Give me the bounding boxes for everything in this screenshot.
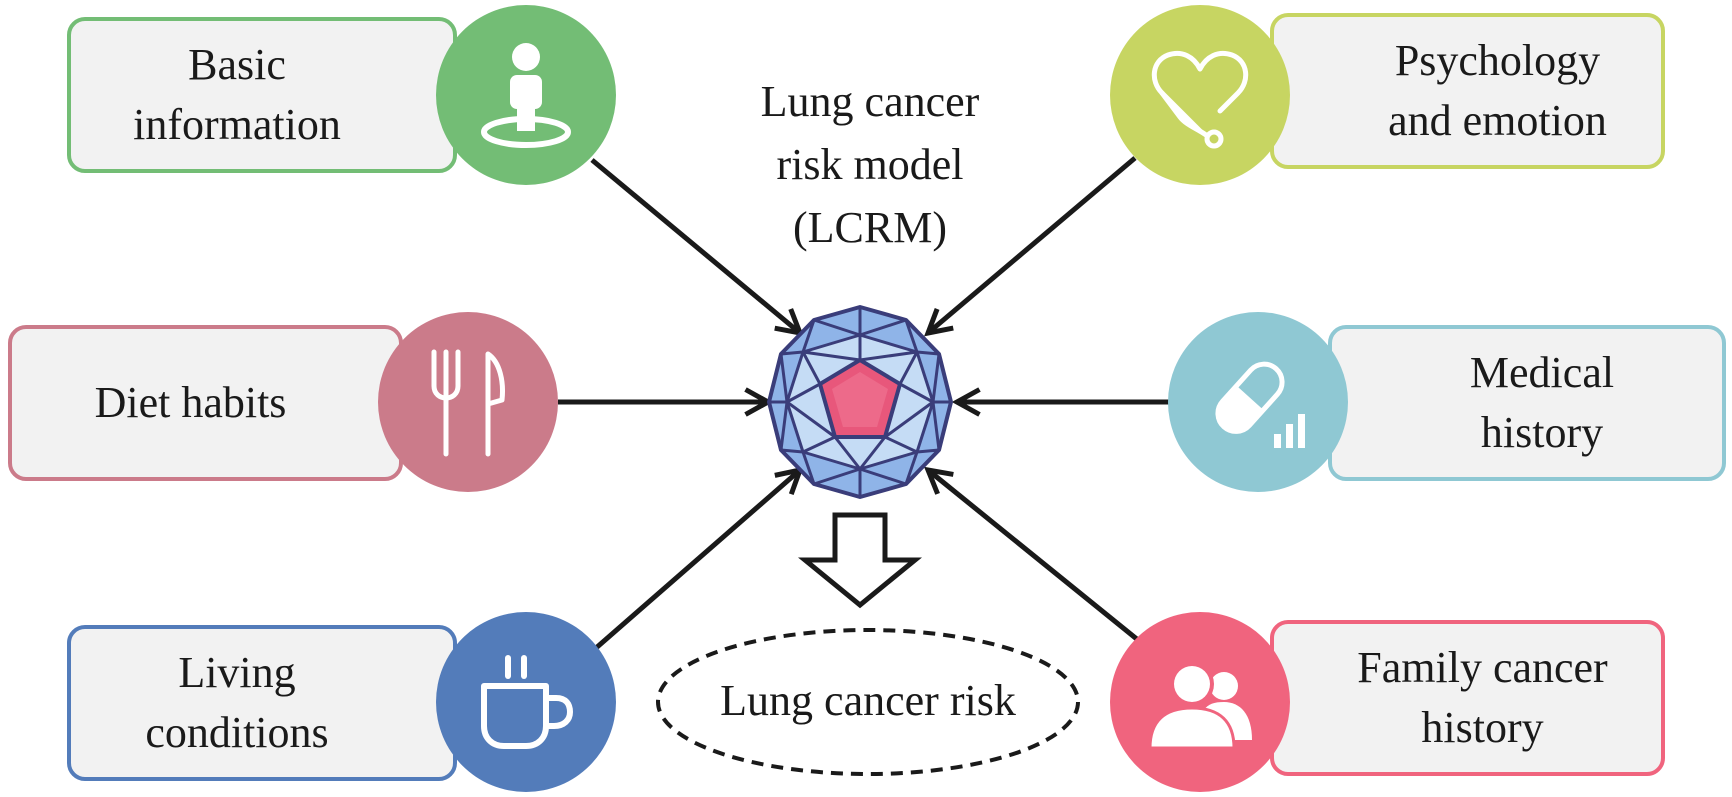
arrow-psychology-emotion [928,156,1137,333]
factor-circle-family-cancer-history [1110,612,1290,792]
factor-circle-medical-history [1168,312,1348,492]
arrow-living-conditions [594,470,800,650]
factor-circle-diet-habits [378,312,558,492]
pill-chart-icon [1215,361,1305,448]
arrow-family-cancer-history [928,470,1140,642]
gem-icon [767,305,953,499]
factor-box-medical-history: Medical history [1328,325,1726,481]
coffee-cup-icon [481,655,574,749]
output-label: Lung cancer risk [720,676,1016,725]
output-ellipse [656,628,1080,776]
factor-box-psychology-emotion: Psychology and emotion [1270,13,1665,169]
family-people-icon [1148,662,1252,750]
factor-box-family-cancer-history: Family cancer history [1270,620,1665,776]
factor-label: Living conditions [145,648,329,757]
model-title: Lung cancer risk model (LCRM) [760,77,980,252]
person-location-icon [481,43,571,148]
factor-box-living-conditions: Living conditions [67,625,457,781]
factor-box-basic-information: Basic information [67,17,457,173]
factor-circle-basic-information [436,5,616,185]
factor-label: Family cancer history [1357,643,1608,752]
fork-knife-icon [431,349,505,457]
arrow-basic-information [590,158,800,333]
factor-label: Diet habits [94,378,287,427]
heart-stethoscope-icon [1151,50,1249,149]
factor-circle-living-conditions [436,612,616,792]
factor-box-diet-habits: Diet habits [8,325,403,481]
output-arrow [797,512,923,609]
factor-label: Psychology and emotion [1388,36,1607,145]
factor-label: Basic information [133,40,341,149]
factor-label: Medical history [1469,348,1615,457]
factor-circle-psychology-emotion [1110,5,1290,185]
